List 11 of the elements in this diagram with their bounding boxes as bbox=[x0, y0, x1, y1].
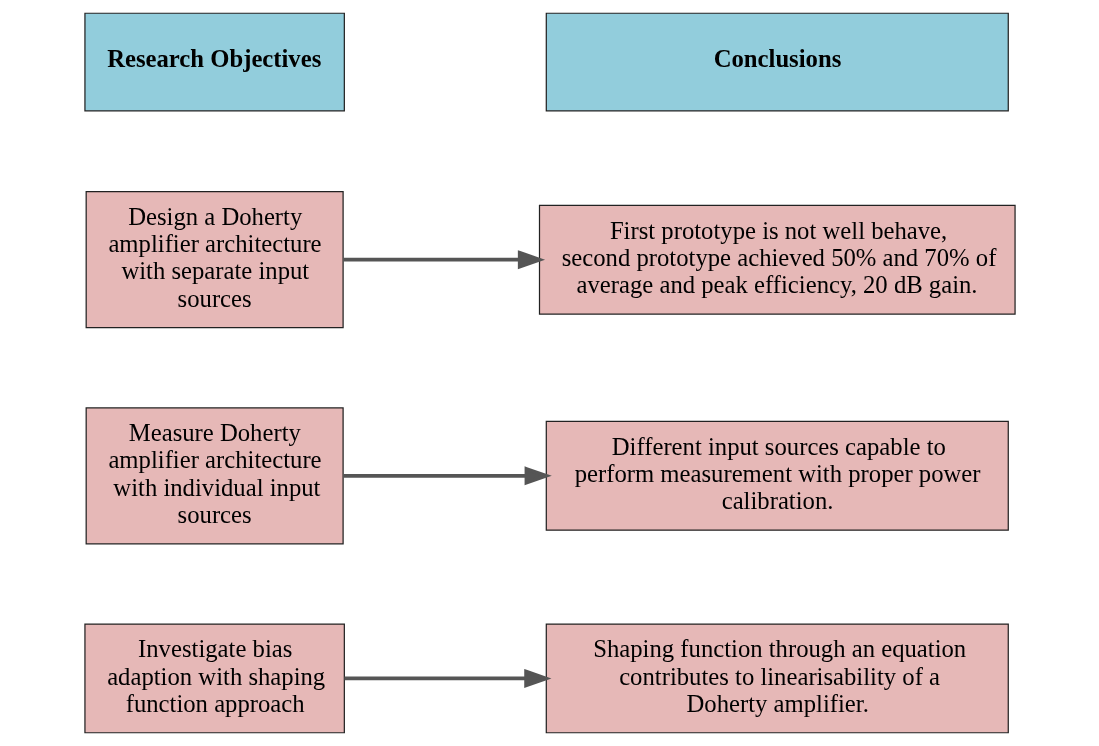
arrow bbox=[342, 250, 545, 270]
arrow bbox=[343, 668, 551, 688]
node-box: Different input sources capable to perform measurement with proper power calibration. bbox=[545, 420, 1009, 531]
arrow bbox=[342, 466, 552, 486]
node-box: Conclusions bbox=[545, 12, 1009, 112]
node-box: Investigate bias adaption with shaping function approach bbox=[83, 623, 345, 734]
node-box: Research Objectives bbox=[83, 12, 345, 112]
node-box: Shaping function through an equation contributes to linearisability of a Doherty amplifier. bbox=[545, 623, 1009, 734]
node-box: Design a Doherty amplifier architecture with separate input sources bbox=[85, 191, 344, 329]
node-box: First prototype is not well behave, second prototype achieved 50% and 70% of average and peak efficiency, 20 dB gain. bbox=[538, 204, 1016, 315]
node-box: Measure Doherty amplifier architecture with individual input sources bbox=[85, 407, 344, 545]
